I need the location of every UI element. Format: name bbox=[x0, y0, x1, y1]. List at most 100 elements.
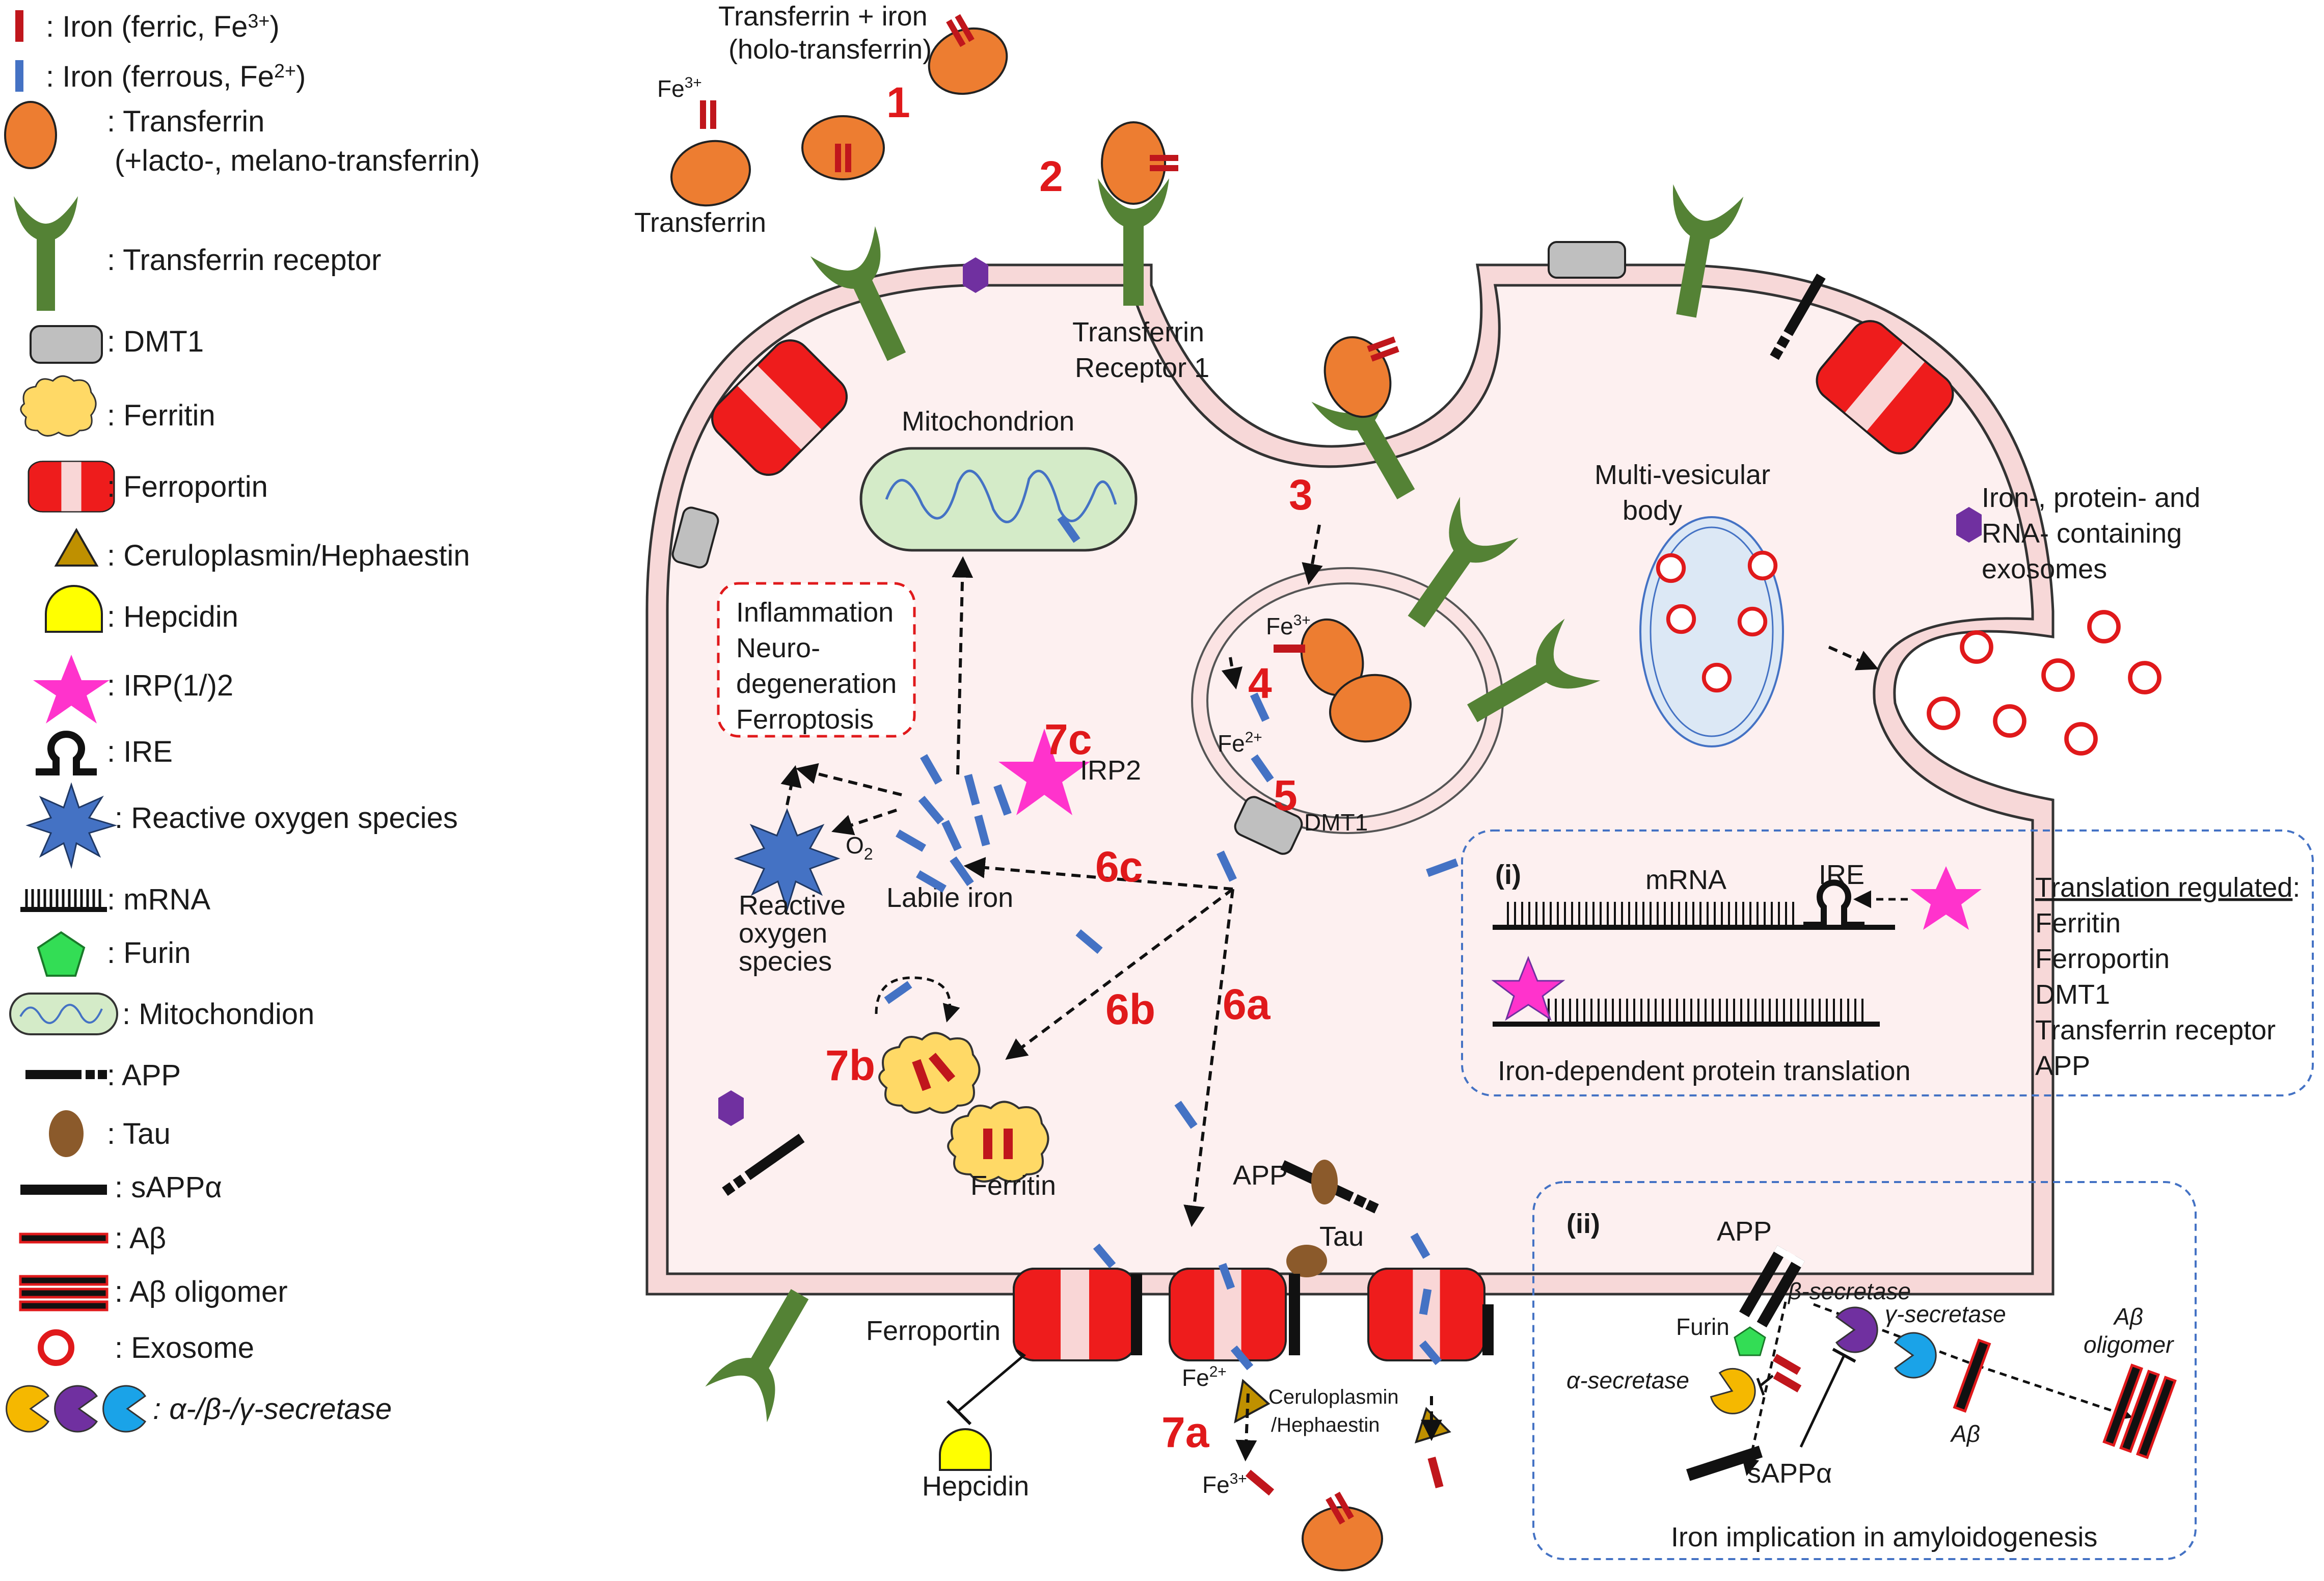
regulated-item-3: Transferrin receptor bbox=[2035, 1015, 2276, 1046]
ferrous-through-fpn bbox=[1075, 929, 1442, 1371]
ferritin-iron-1a bbox=[912, 1059, 931, 1091]
mrna-strand-2 bbox=[1493, 1022, 1880, 1027]
inhibit-bar-beta bbox=[1832, 1348, 1856, 1363]
exosome-out-2 bbox=[2089, 612, 2118, 641]
ros-star bbox=[734, 808, 841, 912]
exosome-out-6 bbox=[1995, 706, 2024, 735]
labile-iron-fragments bbox=[896, 754, 1012, 893]
step-numbers: 1 2 3 4 5 6a 6b 6c 7c 7b 7a bbox=[825, 78, 1313, 1456]
box-ii-sapp: sAPPα bbox=[1747, 1458, 1832, 1489]
label-exosomes-1: Iron-, protein- and bbox=[1982, 483, 2200, 513]
label-dmt1-endosome: DMT1 bbox=[1304, 809, 1368, 836]
irp-star-icon bbox=[33, 655, 110, 723]
label-tfr1-2: Receptor 1 bbox=[1075, 353, 1209, 383]
app-next-fpn-3 bbox=[1482, 1304, 1494, 1355]
legend-abeta: : Aβ bbox=[115, 1222, 166, 1255]
dmt1-icon bbox=[30, 325, 103, 364]
box-i-regulated-title: Translation regulated: bbox=[2035, 872, 2300, 903]
dmt1-membrane-left bbox=[671, 506, 719, 569]
box-ii-furin: Furin bbox=[1676, 1314, 1730, 1340]
label-ros-2: oxygen bbox=[739, 918, 827, 949]
ferrous-iron-endosome-2 bbox=[1251, 754, 1274, 783]
legend-abeta-oligomer: : Aβ oligomer bbox=[115, 1275, 288, 1308]
legend-iron-ferrous: : Iron (ferrous, Fe2+) bbox=[46, 60, 306, 93]
tau-bottom-1 bbox=[1311, 1160, 1338, 1204]
step-7a: 7a bbox=[1161, 1408, 1210, 1456]
step-5: 5 bbox=[1274, 771, 1298, 819]
ferric-out-1 bbox=[1245, 1469, 1275, 1496]
app-membrane-left bbox=[722, 1134, 805, 1196]
dmt1-endosome bbox=[1234, 796, 1303, 855]
label-fe2-endosome: Fe2+ bbox=[1218, 729, 1262, 757]
app-next-fpn-2 bbox=[1289, 1274, 1300, 1355]
inhibit-alpha-line bbox=[1759, 1375, 1774, 1387]
ferric-iron-endosome bbox=[1274, 645, 1305, 653]
transferrin-endosome-2 bbox=[1329, 674, 1412, 743]
irp-star-bound bbox=[1491, 955, 1565, 1021]
arrow-step3 bbox=[1302, 524, 1323, 585]
app-next-fpn-1 bbox=[1131, 1274, 1142, 1355]
endosome: Fe3+ Fe2+ DMT1 bbox=[1191, 497, 1601, 882]
transferrin-icon bbox=[4, 101, 57, 169]
legend-irp: : IRP(1/)2 bbox=[107, 669, 233, 702]
membrane-marker-right bbox=[1956, 507, 1982, 543]
step-6a: 6a bbox=[1223, 980, 1271, 1028]
legend-iron-ferric: : Iron (ferric, Fe3+) bbox=[46, 10, 280, 43]
legend-exosome: : Exosome bbox=[115, 1331, 254, 1364]
inhibit-line-beta bbox=[1799, 1354, 1846, 1448]
label-exosomes-2: RNA- containing bbox=[1982, 518, 2182, 549]
ferrous-iron-out-1 bbox=[1217, 850, 1237, 882]
mvb-exosome-1 bbox=[1658, 555, 1684, 581]
label-exosomes-3: exosomes bbox=[1982, 554, 2107, 584]
box-ii-gamma: γ-secretase bbox=[1885, 1301, 2006, 1327]
legend-furin: : Furin bbox=[107, 936, 191, 970]
label-o2: O2 bbox=[846, 832, 873, 863]
sapp-fragment bbox=[1686, 1445, 1763, 1481]
abeta-fragment bbox=[1953, 1338, 1991, 1413]
step-3: 3 bbox=[1289, 471, 1313, 519]
label-ceruloplasmin-2: /Hephaestin bbox=[1271, 1414, 1380, 1436]
furin-icon bbox=[37, 931, 86, 977]
tau-icon bbox=[49, 1110, 84, 1157]
label-tau: Tau bbox=[1319, 1221, 1364, 1252]
ferric-pair-free bbox=[700, 100, 716, 129]
ferroportin-icon bbox=[28, 461, 115, 513]
step-7b: 7b bbox=[825, 1041, 875, 1089]
exosomes-outside: Iron-, protein- and RNA- containing exos… bbox=[1929, 483, 2200, 754]
label-mvb-1: Multi-vesicular bbox=[1595, 460, 1770, 490]
box-ii-tag: (ii) bbox=[1566, 1209, 1600, 1239]
mvb-exosome-3 bbox=[1668, 606, 1694, 632]
ferritin-iron-1b bbox=[928, 1053, 956, 1082]
exosome-out-5 bbox=[1929, 699, 1958, 728]
label-hepcidin: Hepcidin bbox=[922, 1471, 1029, 1502]
label-fe3-bottom: Fe3+ bbox=[1202, 1470, 1247, 1498]
label-ferroportin-bottom: Ferroportin bbox=[866, 1316, 1001, 1346]
label-fe2-bottom: Fe2+ bbox=[1182, 1363, 1227, 1391]
gamma-secretase-icon bbox=[102, 1385, 147, 1433]
alpha-secretase-icon bbox=[6, 1385, 50, 1433]
legend-ceruloplasmin: : Ceruloplasmin/Hephaestin bbox=[107, 539, 470, 572]
apo-transferrin bbox=[670, 140, 751, 207]
hepcidin-inhibition-bar bbox=[946, 1400, 972, 1426]
furin bbox=[1734, 1326, 1766, 1356]
label-transferrin-iron-1: Transferrin + iron bbox=[718, 1, 928, 32]
mvb-exosome-2 bbox=[1750, 553, 1776, 579]
box-i-caption: Iron-dependent protein translation bbox=[1498, 1056, 1911, 1086]
label-fe3-top: Fe3+ bbox=[657, 74, 702, 102]
ferrous-iron-endosome-1 bbox=[1250, 692, 1270, 722]
mvb-exosome-5 bbox=[1704, 665, 1730, 691]
app-membrane-top bbox=[1770, 274, 1826, 360]
label-ros-3: species bbox=[739, 946, 832, 977]
box-i-tag: (i) bbox=[1495, 860, 1521, 890]
legend: : Iron (ferric, Fe3+) : Iron (ferrous, F… bbox=[4, 10, 480, 1433]
arrow-cp-1 bbox=[1235, 1393, 1257, 1462]
arrow-6a bbox=[1183, 889, 1234, 1227]
dmt1-membrane-top bbox=[1548, 241, 1626, 279]
ferric-out-2 bbox=[1427, 1456, 1444, 1489]
tfr-membrane-3 bbox=[705, 1276, 830, 1423]
regulated-item-0: Ferritin bbox=[2035, 908, 2121, 939]
regulated-item-1: Ferroportin bbox=[2035, 944, 2170, 974]
mitochondrion: Mitochondrion bbox=[859, 406, 1138, 552]
legend-ire: : IRE bbox=[107, 735, 173, 768]
irp2-star bbox=[998, 729, 1090, 815]
